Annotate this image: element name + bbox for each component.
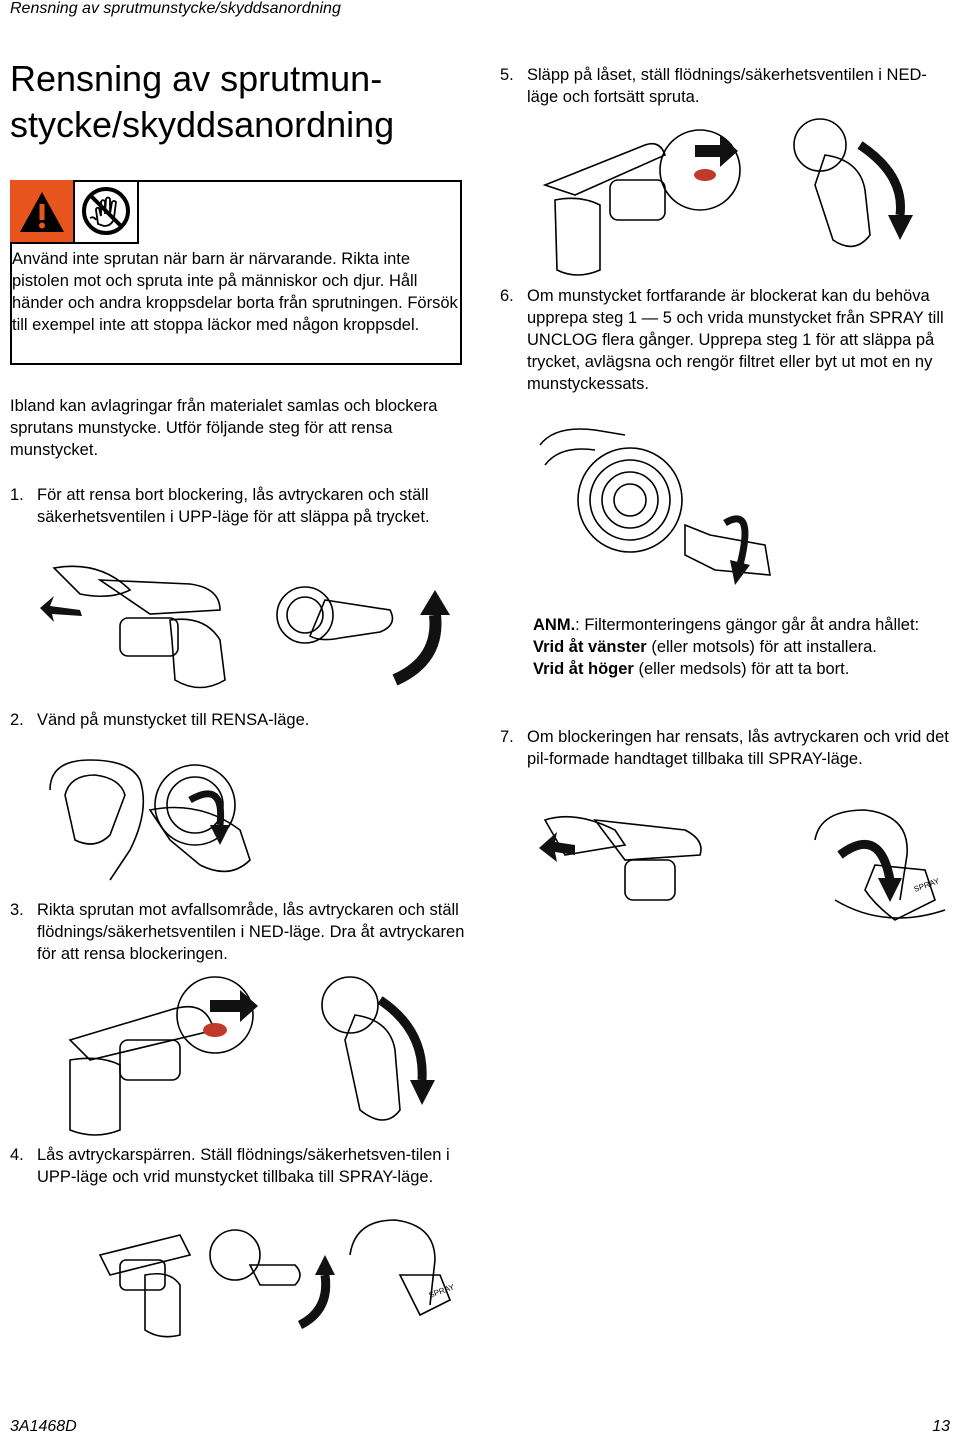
figure-step7-illustration: SPRAY bbox=[539, 809, 946, 921]
step-6: 6. Om munstycket fortfarande är blockera… bbox=[500, 285, 950, 395]
curved-up-arrow-icon bbox=[392, 590, 450, 686]
curved-down-arrow-icon bbox=[837, 840, 902, 902]
step-number: 6. bbox=[500, 287, 514, 305]
note-line2: Vrid åt vänster (eller motsols) för att … bbox=[533, 636, 953, 658]
warning-box bbox=[10, 180, 462, 365]
trigger-highlight bbox=[694, 169, 716, 181]
page-title-line2: stycke/skyddsanordning bbox=[10, 104, 395, 145]
right-arrow-icon bbox=[210, 990, 258, 1022]
figure-step3-illustration bbox=[68, 976, 435, 1136]
step-text: Lås avtryckarspärren. Ställ flödnings/sä… bbox=[37, 1146, 450, 1186]
document-id: 3A1468D bbox=[10, 1418, 77, 1435]
rotate-arrow-icon bbox=[188, 790, 230, 845]
figure-step4-illustration: SPRAY bbox=[98, 1219, 456, 1338]
step-text: Om munstycket fortfarande är blockerat k… bbox=[527, 287, 944, 393]
step-number: 2. bbox=[10, 711, 24, 729]
step-5: 5. Släpp på låset, ställ flödnings/säker… bbox=[500, 64, 950, 108]
step-2: 2. Vänd på munstycket till RENSA-läge. bbox=[10, 709, 465, 731]
step-number: 4. bbox=[10, 1146, 24, 1164]
left-arrow-icon bbox=[539, 832, 575, 862]
note-line3-bold: Vrid åt höger bbox=[533, 660, 634, 678]
step-3: 3. Rikta sprutan mot avfallsområde, lås … bbox=[10, 899, 465, 965]
figure-step6-illustration bbox=[539, 428, 771, 585]
curved-up-arrow-icon bbox=[297, 1255, 335, 1330]
step-text: Om blockeringen har rensats, lås avtryck… bbox=[527, 728, 949, 768]
note-block: ANM.: Filtermonteringens gängor går åt a… bbox=[533, 614, 953, 680]
step-text: Vänd på munstycket till RENSA-läge. bbox=[37, 711, 310, 729]
step-7: 7. Om blockeringen har rensats, lås avtr… bbox=[500, 726, 950, 770]
step-text: Släpp på låset, ställ flödnings/säkerhet… bbox=[527, 66, 927, 106]
page-title: Rensning av sprutmun- stycke/skyddsanord… bbox=[10, 56, 394, 148]
spray-mark: SPRAY bbox=[913, 876, 942, 894]
step-text: För att rensa bort blockering, lås avtry… bbox=[37, 486, 430, 526]
rotate-arrow-icon bbox=[723, 515, 750, 585]
no-hand-icon bbox=[82, 187, 130, 235]
step-4: 4. Lås avtryckarspärren. Ställ flödnings… bbox=[10, 1144, 465, 1188]
down-left-arrow-icon bbox=[40, 596, 82, 622]
step-number: 3. bbox=[10, 901, 24, 919]
note-line2-bold: Vrid åt vänster bbox=[533, 638, 647, 656]
figure-step1-illustration bbox=[40, 565, 450, 689]
step-number: 1. bbox=[10, 486, 24, 504]
step-number: 5. bbox=[500, 66, 514, 84]
page-title-line1: Rensning av sprutmun- bbox=[10, 58, 383, 99]
note-line2-rest: (eller motsols) för att installera. bbox=[646, 638, 877, 656]
right-arrow-icon bbox=[695, 135, 738, 167]
step-number: 7. bbox=[500, 728, 514, 746]
note-label: ANM. bbox=[533, 616, 576, 634]
note-line3-rest: (eller medsols) för att ta bort. bbox=[633, 660, 850, 678]
warning-text: Använd inte sprutan när barn är närvaran… bbox=[12, 250, 458, 334]
figure-step5-illustration bbox=[542, 118, 913, 276]
figure-step2-illustration bbox=[49, 759, 251, 881]
running-header: Rensning av sprutmunstycke/skyddsanordni… bbox=[10, 0, 341, 17]
note-line1: ANM.: Filtermonteringens gängor går åt a… bbox=[533, 614, 953, 636]
note-text: : Filtermonteringens gängor går åt andra… bbox=[575, 616, 920, 634]
trigger-highlight bbox=[203, 1023, 227, 1037]
intro-paragraph: Ibland kan avlagringar från materialet s… bbox=[10, 397, 438, 459]
page-number: 13 bbox=[932, 1418, 950, 1435]
curved-down-arrow-icon bbox=[857, 141, 913, 240]
curved-down-arrow-icon bbox=[377, 996, 435, 1105]
note-line3: Vrid åt höger (eller medsols) för att ta… bbox=[533, 658, 953, 680]
warning-icons bbox=[10, 180, 139, 244]
step-text: Rikta sprutan mot avfallsområde, lås avt… bbox=[37, 901, 465, 963]
warning-icons-svg bbox=[10, 180, 130, 242]
step-1: 1. För att rensa bort blockering, lås av… bbox=[10, 484, 465, 528]
